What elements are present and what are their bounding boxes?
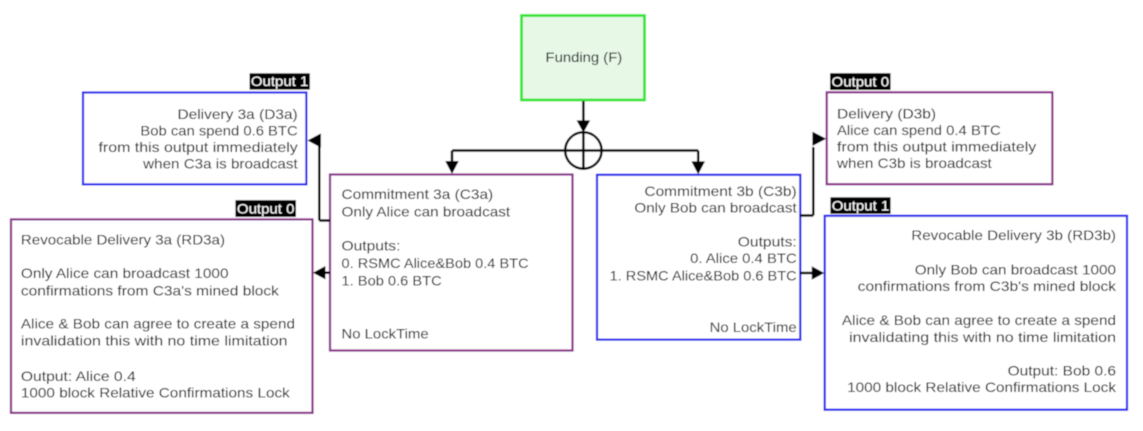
svg-text:Only Bob can broadcast 1000: Only Bob can broadcast 1000 xyxy=(915,262,1117,277)
svg-text:Output 0: Output 0 xyxy=(237,202,295,217)
svg-text:confirmations from C3b's mined: confirmations from C3b's mined block xyxy=(858,279,1116,294)
svg-text:Revocable Delivery 3a (RD3a): Revocable Delivery 3a (RD3a) xyxy=(21,233,225,248)
svg-text:Delivery (D3b): Delivery (D3b) xyxy=(837,106,936,121)
svg-text:Funding (F): Funding (F) xyxy=(546,50,623,65)
svg-text:Output 0: Output 0 xyxy=(832,75,890,90)
svg-text:Alice can spend 0.4 BTC: Alice can spend 0.4 BTC xyxy=(837,123,1001,138)
svg-text:Output 1: Output 1 xyxy=(832,198,890,213)
svg-text:when C3b is broadcast: when C3b is broadcast xyxy=(836,156,992,171)
svg-text:Outputs:: Outputs: xyxy=(342,239,401,254)
svg-text:Only Alice can broadcast 1000: Only Alice can broadcast 1000 xyxy=(21,266,229,281)
svg-text:Commitment 3a (C3a): Commitment 3a (C3a) xyxy=(342,187,494,202)
svg-text:Only Bob can broadcast: Only Bob can broadcast xyxy=(634,200,796,215)
svg-text:0. Alice 0.4 BTC: 0. Alice 0.4 BTC xyxy=(690,251,797,266)
svg-text:0. RSMC Alice&Bob 0.4 BTC: 0. RSMC Alice&Bob 0.4 BTC xyxy=(342,256,529,271)
svg-text:Output: Alice 0.4: Output: Alice 0.4 xyxy=(21,369,136,384)
svg-text:1000 block Relative Confirmati: 1000 block Relative Confirmations Lock xyxy=(21,385,290,400)
svg-text:from this output immediately: from this output immediately xyxy=(99,140,298,155)
svg-text:No LockTime: No LockTime xyxy=(710,320,797,335)
svg-text:1. Bob 0.6 BTC: 1. Bob 0.6 BTC xyxy=(342,273,442,288)
svg-text:when C3a is broadcast: when C3a is broadcast xyxy=(142,156,298,171)
svg-text:1. RSMC Alice&Bob 0.6 BTC: 1. RSMC Alice&Bob 0.6 BTC xyxy=(610,268,797,283)
svg-text:Alice & Bob can agree to creat: Alice & Bob can agree to create a spend xyxy=(842,313,1116,328)
svg-text:Output 1: Output 1 xyxy=(251,74,309,89)
svg-text:Only Alice can broadcast: Only Alice can broadcast xyxy=(342,204,511,219)
svg-text:Delivery 3a (D3a): Delivery 3a (D3a) xyxy=(178,107,298,122)
svg-text:No LockTime: No LockTime xyxy=(342,327,429,342)
svg-text:Bob can spend 0.6 BTC: Bob can spend 0.6 BTC xyxy=(140,124,297,139)
svg-text:Revocable Delivery 3b (RD3b): Revocable Delivery 3b (RD3b) xyxy=(911,228,1116,243)
svg-text:from this output immediately: from this output immediately xyxy=(837,140,1036,155)
svg-text:Output: Bob 0.6: Output: Bob 0.6 xyxy=(1008,363,1117,378)
svg-text:Outputs:: Outputs: xyxy=(738,235,797,250)
svg-text:Alice & Bob can agree to creat: Alice & Bob can agree to create a spend xyxy=(21,317,295,332)
svg-text:Commitment 3b (C3b): Commitment 3b (C3b) xyxy=(644,184,796,199)
svg-text:confirmations from C3a's mined: confirmations from C3a's mined block xyxy=(21,283,279,298)
svg-text:1000 block Relative Confirmati: 1000 block Relative Confirmations Lock xyxy=(847,380,1116,395)
svg-text:invalidation this with no time: invalidation this with no time limitatio… xyxy=(21,333,288,348)
svg-text:invalidating this with no time: invalidating this with no time limitatio… xyxy=(849,330,1116,345)
